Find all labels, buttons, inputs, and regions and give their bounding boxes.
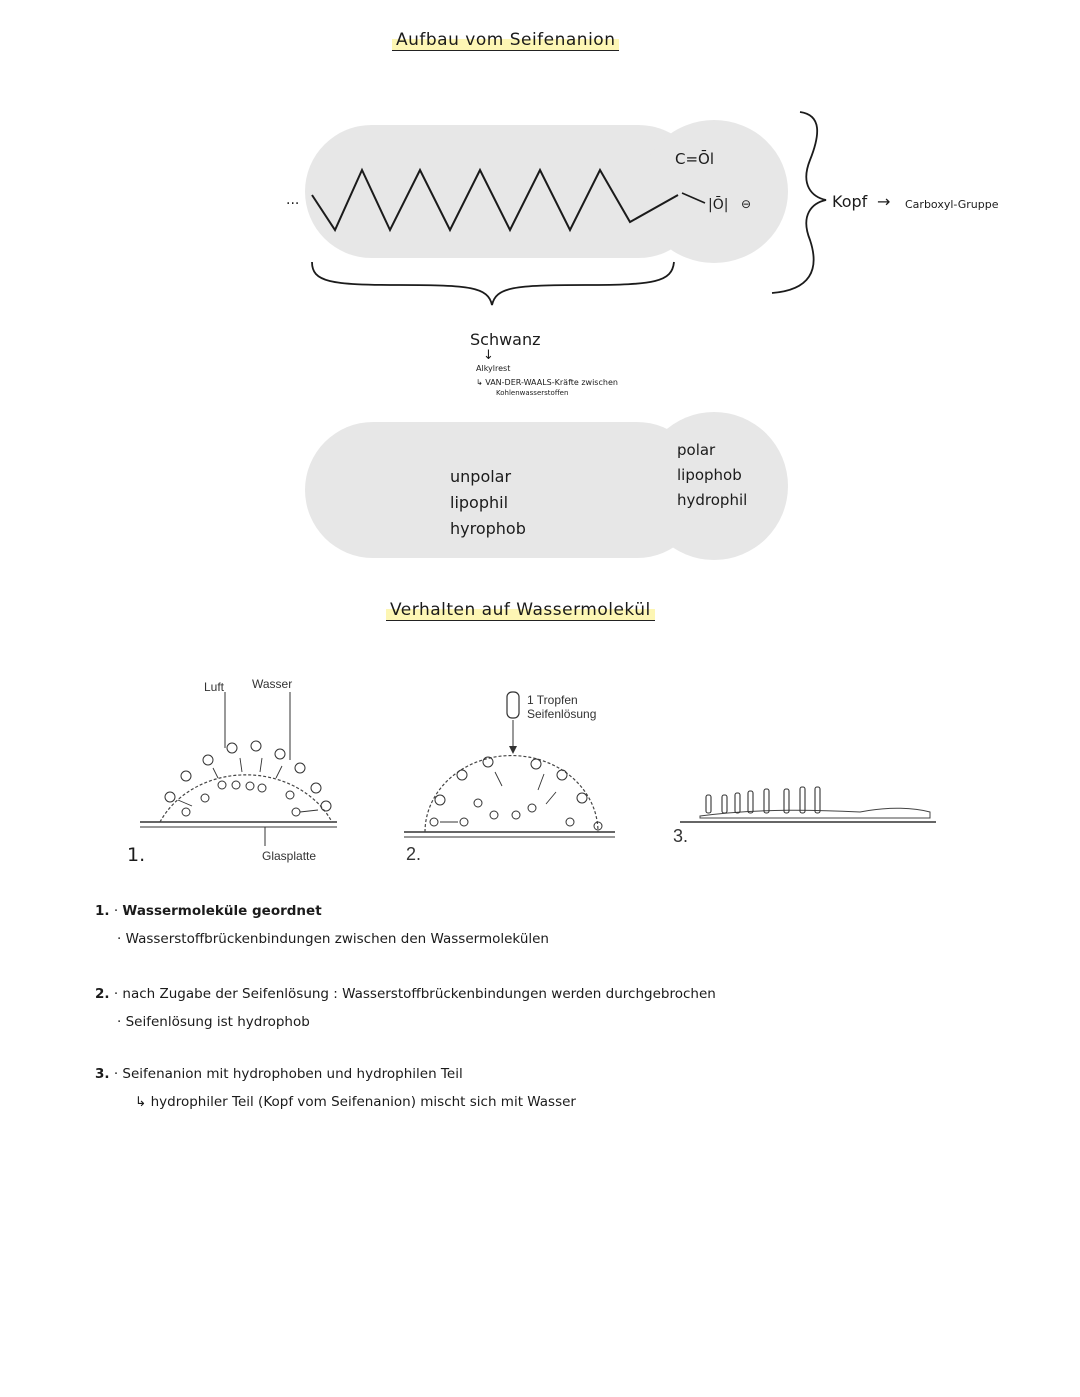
label-drop-line-2: Seifenlösung <box>527 707 597 721</box>
arrow-down-icon: ↓ <box>483 348 494 363</box>
tail-property: lipophil <box>450 493 509 512</box>
head-properties: polar lipophob hydrophil <box>677 438 747 513</box>
head-shape <box>640 120 788 263</box>
note-1: 1. · Wassermoleküle geordnet · Wassersto… <box>95 903 549 947</box>
tail-properties: unpolar lipophil hyrophob <box>450 464 526 542</box>
alkyl-chain-zigzag <box>311 167 679 233</box>
properties-tail-shape <box>305 422 705 558</box>
arrow-right-icon: → <box>877 192 891 211</box>
negative-charge-icon: ⊖ <box>741 197 752 211</box>
note-3-number: 3. <box>95 1066 110 1082</box>
tail-note-line-1: ↳ VAN-DER-WAALS-Kräfte zwischen <box>476 378 618 387</box>
molecule-svg <box>311 111 827 306</box>
note-2-line-1: nach Zugabe der Seifenlösung : Wassersto… <box>122 986 716 1002</box>
bond-to-oxide <box>681 192 706 204</box>
properties-head-shape <box>640 412 788 560</box>
figure-2-drop <box>404 691 615 838</box>
head-label: Kopf <box>832 192 868 211</box>
tail-brace <box>311 261 675 306</box>
figure-3-film <box>680 786 936 823</box>
note-2-line-2: Seifenlösung ist hydrophob <box>125 1014 310 1030</box>
label-drop-line-1: 1 Tropfen <box>527 693 578 707</box>
tail-property: hyrophob <box>450 519 526 538</box>
figure-number-1: 1. <box>127 844 146 866</box>
behavior-title: Verhalten auf Wassermolekül <box>386 600 655 621</box>
figure-1-drop <box>140 692 337 846</box>
chain-ellipsis: ... <box>286 192 300 208</box>
head-brace <box>771 111 827 294</box>
label-drop: 1 Tropfen Seifenlösung <box>527 693 596 721</box>
structure-title: Aufbau vom Seifenanion <box>392 30 620 51</box>
note-3-line-2: ↳ hydrophiler Teil (Kopf vom Seifenanion… <box>135 1094 576 1110</box>
note-1-line-2: Wasserstoffbrückenbindungen zwischen den… <box>125 931 549 947</box>
note-1-number: 1. <box>95 903 110 919</box>
oxide-group: |Ō| <box>708 197 729 213</box>
carbonyl-group: C=Ōl <box>675 150 715 168</box>
head-property: polar <box>677 441 716 459</box>
note-1-line-1: Wassermoleküle geordnet <box>122 903 322 919</box>
note-2: 2. · nach Zugabe der Seifenlösung : Wass… <box>95 986 716 1030</box>
figures-svg <box>140 691 936 846</box>
figure-number-2: 2. <box>406 844 422 864</box>
tail-sub-label: Alkylrest <box>476 364 511 373</box>
note-2-number: 2. <box>95 986 110 1002</box>
label-glass-plate: Glasplatte <box>262 849 317 863</box>
tail-property: unpolar <box>450 467 512 486</box>
figure-number-3: 3. <box>673 826 689 846</box>
head-property: lipophob <box>677 466 742 484</box>
label-water: Wasser <box>252 677 293 691</box>
note-3: 3. · Seifenanion mit hydrophoben und hyd… <box>95 1066 576 1110</box>
head-group-label: Carboxyl-Gruppe <box>905 198 999 211</box>
note-3-line-1: Seifenanion mit hydrophoben und hydrophi… <box>122 1066 463 1082</box>
label-air: Luft <box>204 680 225 694</box>
head-property: hydrophil <box>677 491 748 509</box>
tail-label: Schwanz <box>470 330 541 349</box>
tail-note-line-2: Kohlenwasserstoffen <box>496 389 569 397</box>
